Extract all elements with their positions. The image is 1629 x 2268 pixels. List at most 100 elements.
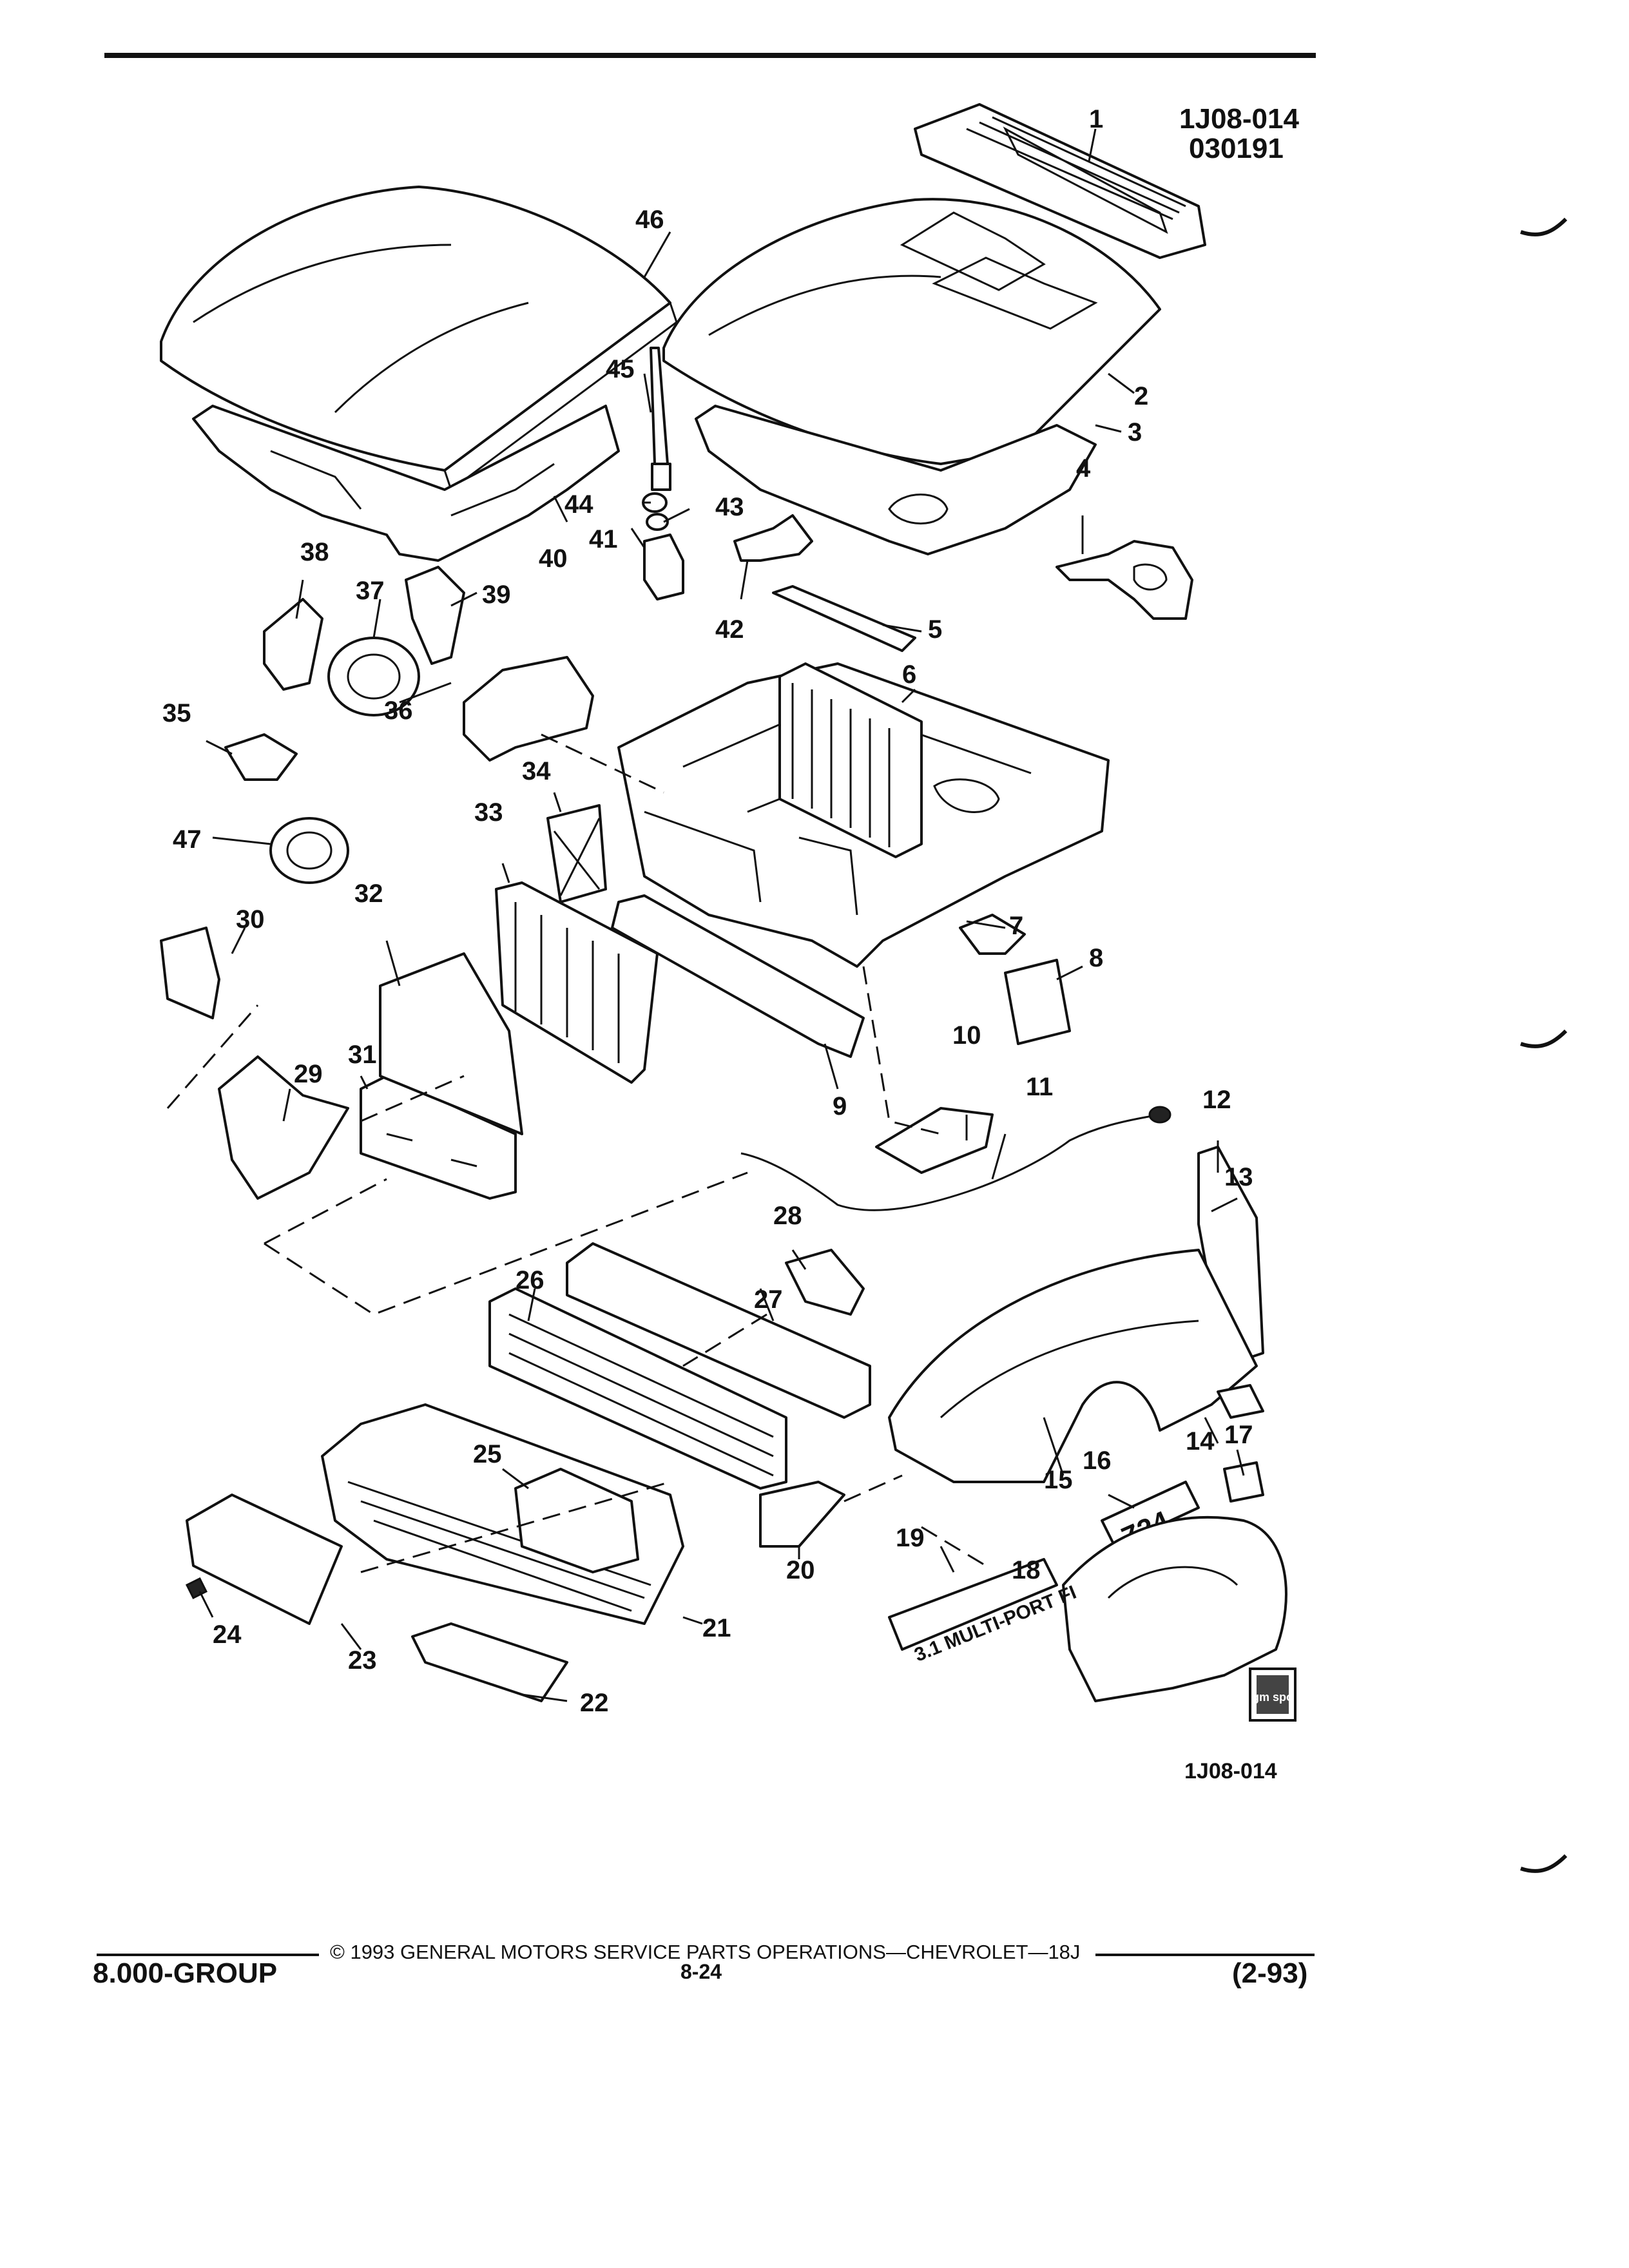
part-28-bracket (785, 1249, 865, 1316)
part-6-radiator (778, 662, 923, 858)
part-10-tray (875, 1107, 994, 1174)
callout-31: 31 (348, 1041, 377, 1069)
part-25-energy-absorber (514, 1468, 639, 1573)
callout-7: 7 (1009, 912, 1023, 940)
callout-numbers: 1 2 3 4 5 6 7 8 9 10 11 12 13 14 15 16 1… (162, 105, 1253, 1717)
part-47-fog-lamp (269, 817, 349, 884)
part-43-spacer (646, 513, 669, 531)
callout-29: 29 (294, 1060, 323, 1088)
callout-21: 21 (702, 1614, 731, 1642)
callout-5: 5 (928, 615, 942, 644)
callout-10: 10 (952, 1021, 981, 1050)
assembly-lines (166, 733, 987, 1573)
callout-43: 43 (715, 493, 744, 521)
callout-9: 9 (833, 1092, 847, 1120)
part-39-bracket (405, 566, 465, 665)
part-44-grommet (642, 492, 668, 513)
callout-30: 30 (236, 905, 265, 934)
callout-39: 39 (482, 581, 511, 609)
figure-date: 030191 (1189, 133, 1284, 164)
part-24-clip (185, 1577, 208, 1600)
part-34-bracket (546, 804, 607, 903)
callout-24: 24 (213, 1620, 242, 1649)
part-42-bracket (733, 514, 813, 562)
part-37-headlamp (327, 637, 420, 716)
part-29-bracket (218, 1055, 349, 1200)
svg-text:gm spo: gm spo (1252, 1691, 1293, 1704)
part-35-bracket (224, 733, 298, 781)
footer-figure-code: 1J08-014 (1184, 1759, 1277, 1783)
callout-37: 37 (356, 577, 385, 605)
part-40-hood-insulator (192, 405, 620, 562)
part-20-marker-lamp (759, 1481, 845, 1548)
part-33-condenser (495, 881, 659, 1084)
callout-6: 6 (902, 660, 916, 689)
callout-35: 35 (162, 699, 191, 727)
top-rule (104, 53, 1316, 58)
callout-25: 25 (473, 1440, 502, 1468)
part-46-hood-left (160, 186, 678, 492)
callout-22: 22 (580, 1689, 609, 1717)
callout-19: 19 (896, 1524, 925, 1552)
callout-16: 16 (1083, 1446, 1112, 1475)
bottom-rule-left (97, 1954, 319, 1956)
callout-42: 42 (715, 615, 744, 644)
part-7-bracket (959, 914, 1026, 955)
callout-28: 28 (773, 1202, 802, 1230)
part-22-air-deflector (411, 1622, 568, 1702)
part-36-baffle (463, 656, 594, 762)
part-8-module (1004, 959, 1071, 1045)
callout-33: 33 (474, 798, 503, 827)
callout-23: 23 (348, 1646, 377, 1675)
callout-14: 14 (1186, 1427, 1215, 1456)
callout-18: 18 (1012, 1556, 1041, 1584)
part-45-antenna (650, 347, 671, 491)
part-14-fastener (1217, 1384, 1264, 1419)
part-1-cowl-vent-panel (914, 103, 1206, 259)
callout-1: 1 (1089, 105, 1103, 133)
part-30-bracket (160, 927, 220, 1019)
part-3-hood-insulator-right (695, 405, 1097, 555)
part-11-release-cable (740, 1106, 1171, 1211)
callout-17: 17 (1224, 1421, 1253, 1449)
callout-38: 38 (300, 538, 329, 566)
callout-40: 40 (539, 544, 568, 573)
part-5-support (772, 585, 916, 652)
callout-11: 11 (1026, 1073, 1053, 1101)
callout-47: 47 (173, 825, 202, 854)
part-41-antenna-mount (643, 533, 684, 601)
callout-26: 26 (516, 1266, 545, 1294)
part-2-hood-right (662, 198, 1161, 465)
part-17-clip (1223, 1461, 1264, 1503)
part-27-reinforcement (566, 1242, 871, 1419)
callout-46: 46 (635, 206, 664, 234)
part-4-hood-latch (1055, 540, 1193, 620)
callout-2: 2 (1134, 382, 1148, 410)
callout-4: 4 (1076, 454, 1091, 483)
bottom-rule-right (1095, 1954, 1315, 1956)
part-19-mpfi-emblem: 3.1 MULTI-PORT FI (888, 1558, 1079, 1666)
callout-34: 34 (522, 757, 551, 785)
callout-8: 8 (1089, 944, 1103, 972)
part-23-license-bracket (186, 1494, 343, 1625)
revision-label: (2-93) (1232, 1957, 1308, 1989)
page-edge-marks (1520, 217, 1568, 1873)
callout-13: 13 (1224, 1163, 1253, 1191)
callout-41: 41 (589, 525, 618, 553)
callout-27: 27 (754, 1285, 783, 1314)
part-18-wheelhouse-panel (1062, 1515, 1287, 1702)
callout-20: 20 (786, 1556, 815, 1584)
part-15-fender (888, 1249, 1258, 1483)
callout-45: 45 (606, 355, 635, 383)
callout-32: 32 (354, 879, 383, 908)
callout-44: 44 (564, 490, 593, 519)
callout-36: 36 (384, 697, 413, 725)
callout-12: 12 (1202, 1086, 1231, 1114)
part-26-grille (488, 1287, 787, 1490)
leader-lines (198, 128, 1245, 1702)
part-38-bracket (263, 598, 323, 691)
group-label: 8.000-GROUP (93, 1957, 278, 1989)
part-9-tie-bar (611, 894, 865, 1058)
gmspo-logo: gm spo (1249, 1667, 1296, 1722)
